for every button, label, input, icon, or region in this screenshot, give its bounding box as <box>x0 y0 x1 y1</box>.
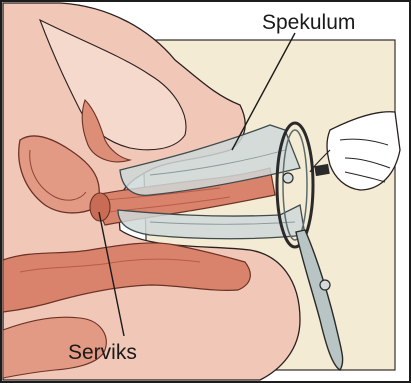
handle-screw <box>320 280 330 290</box>
speculum-screw <box>283 173 293 183</box>
speculum-label: Spekulum <box>262 12 355 33</box>
cervix-label: Serviks <box>68 342 137 363</box>
